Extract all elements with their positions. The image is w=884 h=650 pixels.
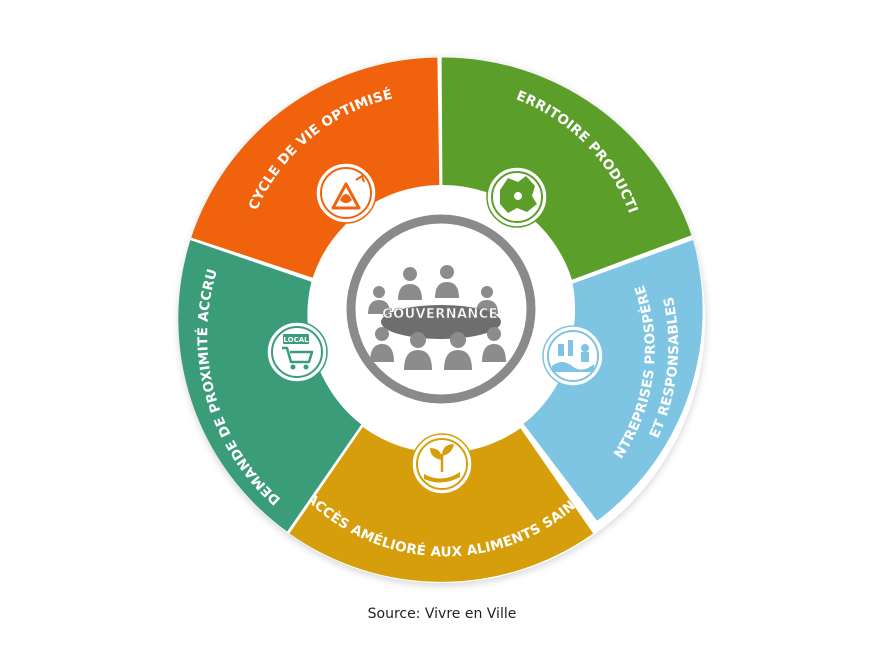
- segment-acces: ACCÈS AMÉLIORÉ AUX ALIMENTS SAINS: [289, 427, 594, 582]
- hand-plant-icon: [411, 433, 473, 495]
- segment-demande-shape: [178, 240, 363, 532]
- local-shopping-cart-icon: LOCAL: [266, 321, 328, 383]
- territory-map-icon: [486, 166, 548, 228]
- segment-territoire-shape: [441, 57, 692, 280]
- source-caption: Source: Vivre en Ville: [367, 606, 517, 622]
- segment-cycle-shape: [191, 57, 440, 278]
- farming-scene-icon: [542, 325, 604, 387]
- center-gouvernance: GOUVERNANCE: [346, 214, 536, 404]
- segment-entreprises-shape: [519, 240, 703, 521]
- segment-acces-shape: [289, 427, 594, 582]
- center-label: GOUVERNANCE: [382, 307, 498, 322]
- food-system-diagram: CYCLE DE VIE OPTIMISÉ TERRITOIRE PRODUCT…: [178, 57, 705, 583]
- cart-local-tag: LOCAL: [283, 336, 309, 344]
- meeting-table-icon: [368, 265, 506, 370]
- recycle-icon: [315, 162, 377, 224]
